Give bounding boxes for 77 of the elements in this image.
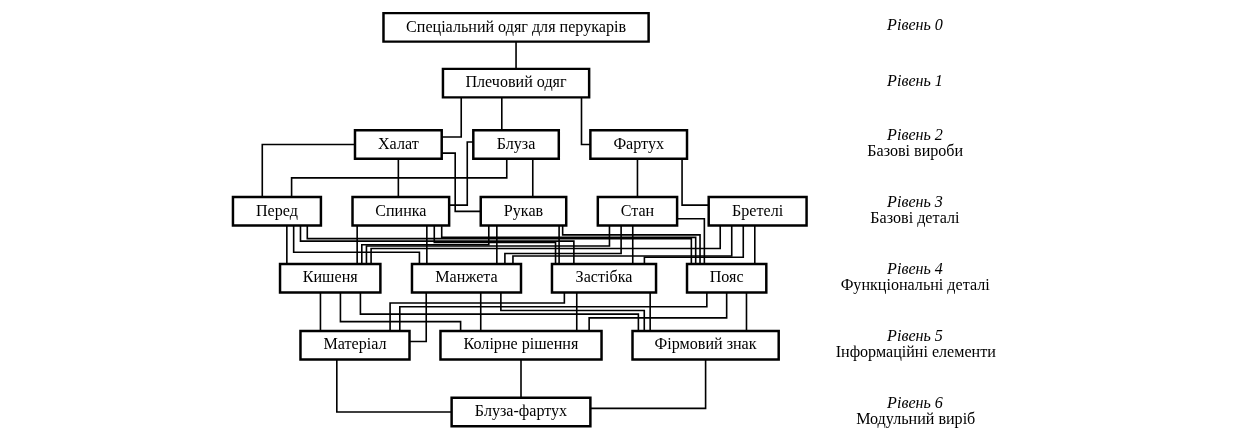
node-box: Стан (596, 195, 679, 227)
connector (441, 152, 482, 213)
connector (359, 292, 640, 332)
connector (365, 225, 611, 265)
connector (290, 158, 508, 198)
node-box: Кишеня (278, 262, 382, 294)
connector (356, 225, 358, 265)
node-box: Халат (353, 128, 443, 160)
label: Рівень 2 (887, 125, 943, 143)
connector (433, 224, 557, 265)
connector (636, 158, 639, 198)
connector (299, 225, 575, 265)
connector (588, 291, 728, 332)
connector (408, 291, 428, 343)
connector (580, 96, 591, 146)
node-box: Спинка (351, 195, 451, 227)
node-box: Пояс (685, 262, 768, 294)
connector (745, 291, 748, 332)
connector (336, 358, 453, 413)
node-box: Манжета (410, 262, 523, 294)
connector (479, 291, 482, 332)
label: Рівень 4 (887, 259, 943, 277)
node-box: Блуза (472, 128, 561, 160)
label: Модульний виріб (856, 409, 976, 427)
connector (575, 291, 578, 332)
connector (292, 224, 421, 265)
label: Базові вироби (867, 142, 964, 160)
connector (361, 224, 490, 265)
connector (520, 358, 522, 399)
connector (496, 225, 498, 265)
node-box: Рукав (479, 195, 568, 227)
connector (643, 225, 745, 265)
connector (561, 225, 701, 265)
label: Рівень 6 (887, 393, 943, 411)
connector (448, 141, 475, 206)
connector (558, 225, 560, 265)
connector (500, 292, 646, 332)
connector (531, 158, 534, 198)
connector (631, 225, 634, 265)
connector (676, 217, 706, 265)
node-box: Блуза-фартух (450, 396, 592, 428)
label: Рівень 0 (887, 16, 943, 34)
label: Рівень 5 (887, 326, 943, 344)
label: Рівень 1 (887, 72, 943, 90)
connector (504, 224, 622, 265)
connector (286, 225, 288, 265)
connector (397, 158, 400, 198)
node-box: Плечовий одяг (441, 67, 591, 99)
node-box: Колірне рішення (439, 329, 603, 361)
connector (399, 292, 708, 332)
connector (501, 96, 503, 131)
connector (389, 292, 566, 332)
connector (370, 224, 722, 265)
connector (261, 143, 356, 198)
node-box: Спеціальний одяг для перукарів (382, 11, 650, 43)
connector (753, 225, 756, 265)
connector (512, 225, 733, 265)
connector (590, 358, 707, 410)
connector (306, 224, 693, 265)
node-box: Застібка (550, 262, 658, 294)
connector (681, 158, 710, 206)
connector (440, 225, 697, 265)
label: Функціональні деталі (840, 275, 990, 293)
node-box: Фірмовий знак (631, 329, 780, 361)
connector (649, 291, 651, 332)
label: Інформаційні елементи (835, 342, 996, 360)
connector (339, 292, 462, 332)
connector (426, 225, 428, 265)
node-box: Матеріал (299, 329, 411, 361)
node-box: Фартух (589, 128, 689, 160)
node-box: Перед (231, 195, 323, 227)
label: Базові деталі (870, 209, 960, 226)
connector (515, 41, 517, 70)
connector (319, 291, 322, 332)
label: Рівень 3 (887, 192, 943, 210)
node-box: Бретелі (707, 195, 808, 227)
connector (441, 97, 463, 138)
